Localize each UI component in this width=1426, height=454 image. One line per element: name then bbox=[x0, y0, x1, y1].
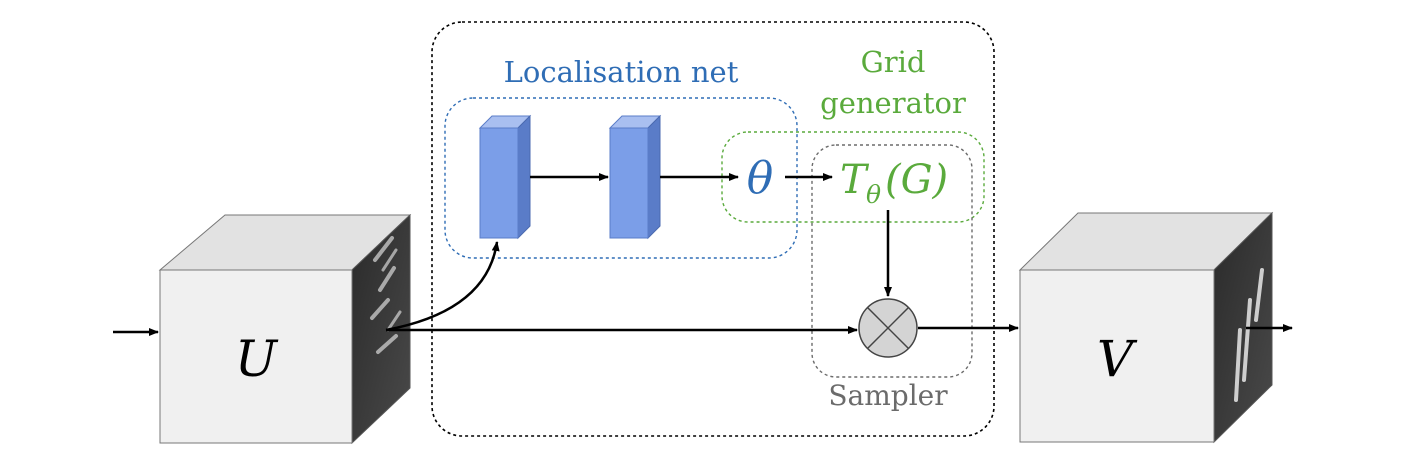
input-label-U: U bbox=[235, 330, 279, 388]
transform-subscript: θ bbox=[866, 180, 881, 209]
grid-generator-label-line1: Grid bbox=[861, 45, 926, 79]
grid-generator-label-line2: generator bbox=[820, 86, 966, 120]
circled-times-icon bbox=[858, 298, 918, 358]
transform-argument: (G) bbox=[885, 157, 948, 203]
localisation-layer-2 bbox=[608, 114, 662, 240]
sampler-label: Sampler bbox=[828, 379, 948, 412]
arrow-input-to-localisation bbox=[385, 241, 500, 332]
transform-expression: T θ (G) bbox=[840, 157, 948, 209]
localisation-net-label: Localisation net bbox=[504, 55, 739, 89]
output-feature-map-cube: V bbox=[1018, 211, 1274, 444]
sampler-boundary bbox=[811, 144, 973, 378]
theta-symbol: θ bbox=[747, 153, 774, 204]
localisation-layer-1 bbox=[478, 114, 532, 240]
transform-symbol: T bbox=[840, 157, 870, 203]
grid-generator-boundary bbox=[721, 131, 985, 223]
output-label-V: V bbox=[1097, 330, 1138, 388]
spatial-transformer-boundary bbox=[431, 21, 995, 437]
input-feature-map-cube: U bbox=[158, 213, 412, 445]
